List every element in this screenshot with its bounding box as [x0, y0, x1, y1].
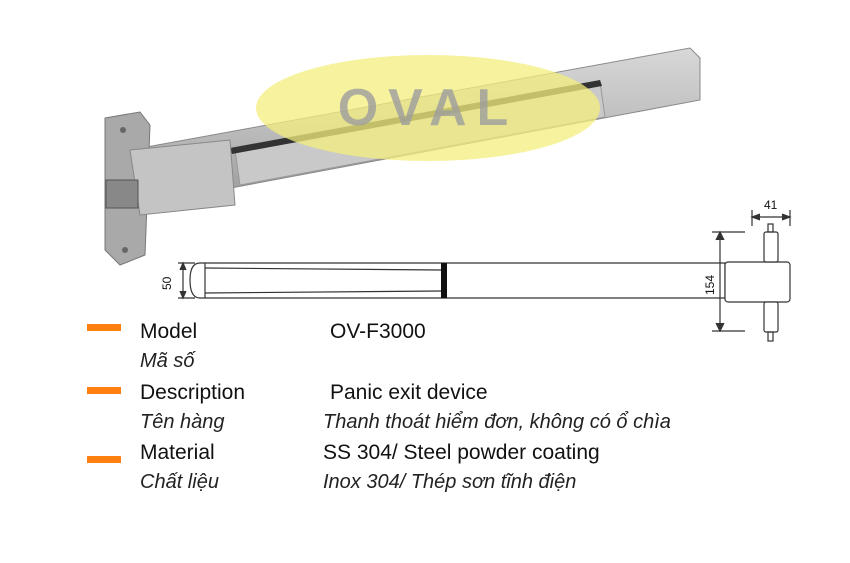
oval-watermark: OVAL — [256, 55, 600, 161]
spec-value-model: OV-F3000 — [330, 320, 426, 343]
spec-value-material-vi: Inox 304/ Thép sơn tĩnh điện — [323, 471, 577, 493]
spec-value-description: Panic exit device — [330, 381, 488, 404]
dimension-41: 41 — [764, 198, 778, 212]
svg-text:OVAL: OVAL — [338, 79, 519, 137]
dimension-154: 154 — [703, 274, 717, 295]
bullet-marker — [87, 324, 121, 331]
spec-label-material-vi: Chất liệu — [140, 471, 219, 493]
spec-label-description-vi: Tên hàng — [140, 411, 225, 433]
bullet-marker — [87, 456, 121, 463]
spec-value-material: SS 304/ Steel powder coating — [323, 441, 600, 464]
bullet-marker — [87, 387, 121, 394]
spec-label-material: Material — [140, 441, 215, 464]
technical-drawing — [178, 210, 792, 342]
spec-label-description: Description — [140, 381, 246, 404]
spec-value-description-vi: Thanh thoát hiểm đơn, không có ổ chìa — [323, 411, 671, 433]
spec-label-model: Model — [140, 320, 198, 343]
dimension-50: 50 — [160, 276, 174, 290]
spec-label-model-vi: Mã số — [140, 350, 195, 372]
